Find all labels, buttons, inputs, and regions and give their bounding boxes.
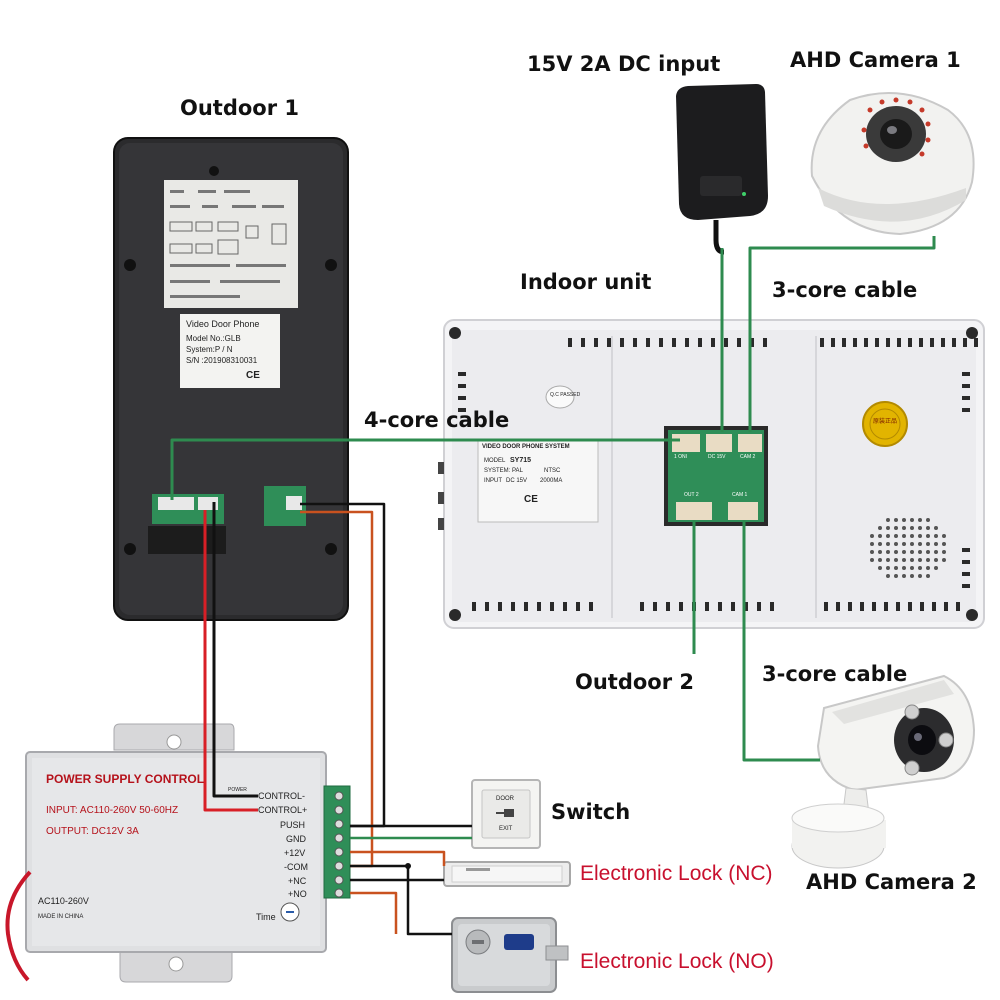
outdoor-sticker-title: Video Door Phone xyxy=(186,319,260,329)
cable-3core-top-label: 3-core cable xyxy=(772,278,918,302)
terminal-push: PUSH xyxy=(280,820,306,830)
psu-ac-label: AC110-260V xyxy=(38,896,89,906)
outdoor-sticker-serial: S/N :201908310031 xyxy=(186,356,258,365)
lock-nc-label: Electronic Lock (NC) xyxy=(580,862,773,885)
outdoor-unit-1 xyxy=(113,137,349,621)
indoor-sticker-current: 2000MA xyxy=(540,478,563,484)
cable-4core-label: 4-core cable xyxy=(364,408,510,432)
outdoor-1-label: Outdoor 1 xyxy=(180,96,300,120)
lock-no-label: Electronic Lock (NO) xyxy=(580,950,774,973)
port-label-2: DC 15V xyxy=(708,454,726,460)
switch-label: Switch xyxy=(551,800,631,824)
indoor-sticker-ce: CE xyxy=(524,494,538,505)
terminal-gnd: GND xyxy=(286,834,306,844)
psu-power-led: POWER xyxy=(228,787,247,793)
camera-2-label: AHD Camera 2 xyxy=(806,870,977,894)
power-input-label: 15V 2A DC input xyxy=(527,52,721,76)
indoor-sticker-system: SYSTEM: PAL xyxy=(484,468,523,474)
port-label-1: 1 ONI xyxy=(674,454,688,460)
port-label-4: OUT 2 xyxy=(684,492,699,498)
outdoor-sticker-system: System:P / N xyxy=(186,345,233,354)
outdoor-sticker-model: Model No.:GLB xyxy=(186,334,241,343)
lock-no-bolt xyxy=(451,917,569,993)
terminal-control-plus: CONTROL+ xyxy=(258,805,308,815)
outdoor-sticker-ce: CE xyxy=(246,370,260,381)
camera-1-dome xyxy=(810,91,975,236)
indoor-sticker-input-label: INPUT xyxy=(484,478,502,484)
cable-3core-bottom-label: 3-core cable xyxy=(762,662,908,686)
port-label-5: CAM 1 xyxy=(732,492,748,498)
indoor-sticker-model-label: MODEL xyxy=(484,458,506,464)
lock-nc-magnetic xyxy=(443,861,571,887)
indoor-sticker-model-value: SY715 xyxy=(510,457,532,464)
exit-switch xyxy=(471,779,541,849)
terminal-control-minus: CONTROL- xyxy=(258,791,305,801)
exit-button-line2: EXIT xyxy=(499,826,513,832)
power-adapter xyxy=(676,84,768,255)
terminal-12v: +12V xyxy=(284,848,306,858)
indoor-sticker-title: VIDEO DOOR PHONE SYSTEM xyxy=(482,444,570,450)
qc-passed-text: Q.C PASSED xyxy=(550,392,581,398)
outdoor-2-label: Outdoor 2 xyxy=(575,670,695,694)
psu-made-in: MADE IN CHINA xyxy=(38,914,84,920)
psu-input: INPUT: AC110-260V 50-60HZ xyxy=(46,805,179,816)
psu-title: POWER SUPPLY CONTROL xyxy=(46,772,205,786)
terminal-nc: +NC xyxy=(288,876,307,886)
psu-output: OUTPUT: DC12V 3A xyxy=(46,826,139,837)
exit-button-line1: DOOR xyxy=(496,796,514,802)
psu-time-label: Time xyxy=(256,912,276,922)
terminal-com: -COM xyxy=(284,862,308,872)
terminal-no: +NO xyxy=(288,889,307,899)
gold-seal-text: 原装正品 xyxy=(873,419,898,425)
indoor-sticker-ntsc: NTSC xyxy=(544,468,561,474)
power-supply-box xyxy=(5,723,351,983)
port-label-3: CAM 2 xyxy=(740,454,756,460)
indoor-unit xyxy=(438,319,985,629)
camera-2-bullet xyxy=(791,674,976,869)
indoor-sticker-input-value: DC 15V xyxy=(506,478,528,484)
indoor-unit-label: Indoor unit xyxy=(520,270,652,294)
camera-1-label: AHD Camera 1 xyxy=(790,48,961,72)
wires xyxy=(170,236,936,936)
